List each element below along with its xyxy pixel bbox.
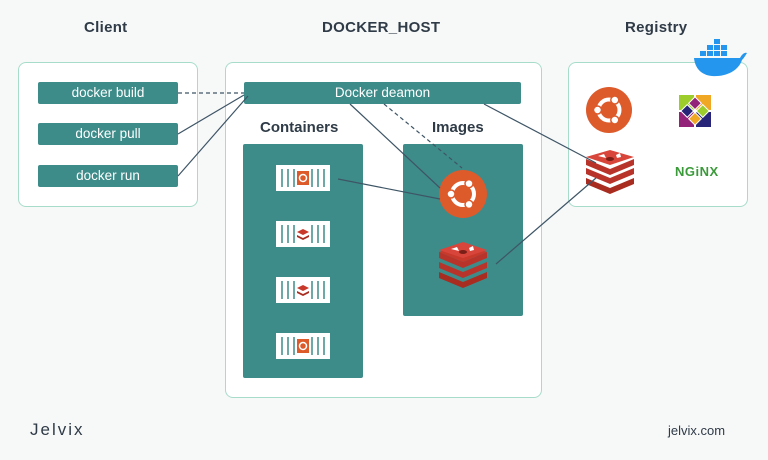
docker-pull-command[interactable]: docker pull — [38, 123, 178, 145]
daemon-to-registry-line — [483, 103, 597, 164]
docker-host-title: DOCKER_HOST — [322, 19, 441, 36]
centos-registry-icon — [679, 95, 711, 127]
registry-title: Registry — [625, 19, 688, 36]
container-ubuntu-icon — [274, 163, 332, 193]
run-to-daemon-line — [177, 95, 249, 177]
jelvix-site-link[interactable]: jelvix.com — [668, 423, 726, 438]
registry-panel — [568, 62, 748, 207]
daemon-build-image-line — [383, 103, 463, 169]
nginx-registry-logo: NGiNX — [675, 164, 719, 179]
containers-title: Containers — [260, 119, 339, 136]
docker-whale-icon — [694, 39, 747, 77]
ubuntu-image-icon — [439, 170, 487, 218]
container-redis-icon — [274, 219, 332, 249]
client-title: Client — [84, 19, 128, 36]
docker-daemon-bar[interactable]: Docker deamon — [244, 82, 521, 104]
ubuntu-registry-icon — [586, 87, 632, 133]
redis-image-icon — [439, 242, 487, 288]
jelvix-brand-logo: Jelvix — [30, 420, 85, 439]
docker-run-command[interactable]: docker run — [38, 165, 178, 187]
docker-build-command[interactable]: docker build — [38, 82, 178, 104]
container-to-image-line — [337, 178, 441, 200]
images-title: Images — [432, 119, 484, 136]
container-ubuntu-icon — [274, 331, 332, 361]
redis-image-to-registry-line — [495, 177, 597, 265]
redis-registry-icon — [586, 150, 634, 194]
pull-to-daemon-line — [177, 94, 245, 135]
daemon-to-ubuntu-image-line — [349, 103, 441, 189]
container-redis-icon — [274, 275, 332, 305]
